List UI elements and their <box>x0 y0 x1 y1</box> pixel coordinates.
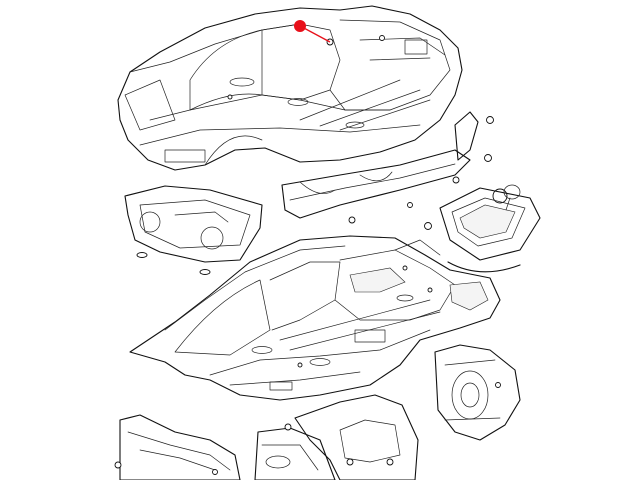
floor-pan <box>254 423 336 480</box>
rocker-panel <box>281 149 508 224</box>
front-structure <box>114 414 241 480</box>
main-body-shell <box>129 235 501 401</box>
upper-body-shell <box>117 5 463 171</box>
right-side-sill-part <box>454 111 494 162</box>
spare-well-panel <box>424 184 541 273</box>
callout-marker <box>294 20 331 43</box>
rear-quarter-inner <box>434 344 521 441</box>
rear-window-frame <box>294 394 419 480</box>
trunk-lid <box>124 185 263 275</box>
callout-dot <box>294 20 306 32</box>
